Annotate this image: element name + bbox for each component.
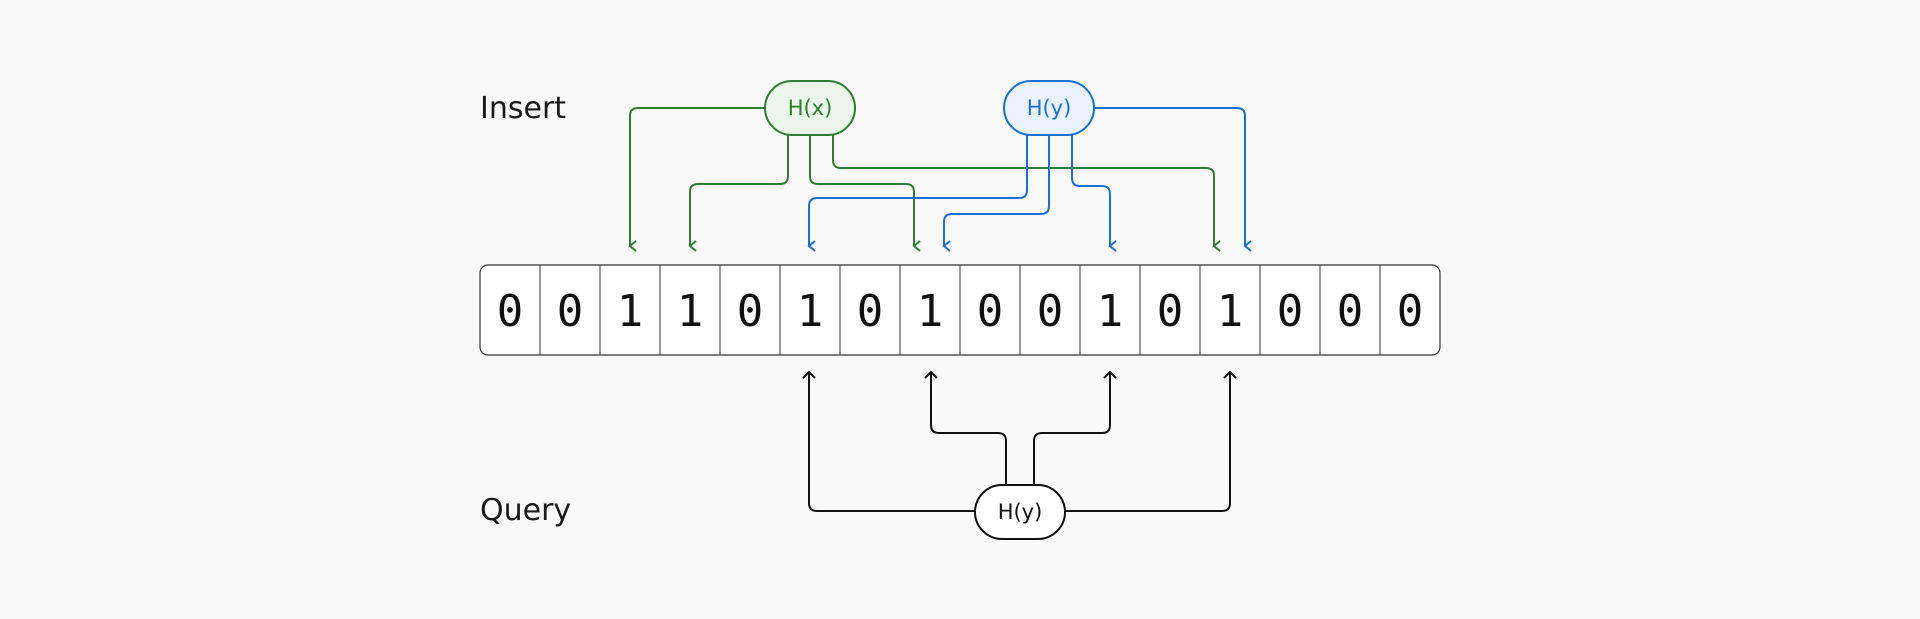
bit-cell-11: 0 — [1157, 286, 1184, 337]
bit-cell-10: 1 — [1097, 286, 1124, 337]
bit-cell-0: 0 — [497, 286, 524, 337]
bit-cell-9: 0 — [1037, 286, 1064, 337]
query-label: Query — [480, 493, 572, 528]
bit-cell-5: 1 — [797, 286, 824, 337]
query-arrow-to-bit-5 — [808, 372, 975, 512]
hx-arrow-to-bit-12 — [832, 134, 1221, 252]
bit-cell-3: 1 — [677, 286, 704, 337]
hx-insert-arrows — [628, 107, 1221, 252]
query-arrowhead-bit-7 — [924, 370, 938, 379]
hy-insert-arrows — [807, 107, 1252, 252]
hy-insert-node-shape — [1003, 80, 1095, 136]
hy-arrow-to-bit-12 — [1094, 107, 1252, 252]
hx-arrow-to-bit-2 — [628, 107, 765, 252]
hy-insert-node: H(y) — [1003, 80, 1095, 136]
hx-node: H(x) — [764, 80, 856, 136]
query-arrowhead-bit-5 — [802, 370, 816, 379]
query-arrow-to-bit-7 — [930, 372, 1007, 486]
query-arrowhead-bit-10 — [1103, 370, 1117, 379]
hx-node-label: H(x) — [788, 96, 833, 120]
hy-arrow-to-bit-8 — [942, 134, 1050, 252]
query-arrowhead-bit-12 — [1223, 370, 1237, 379]
bit-cell-13: 0 — [1277, 286, 1304, 337]
hy-arrow-to-bit-10 — [1071, 134, 1117, 252]
hx-arrow-to-bit-3 — [688, 134, 789, 252]
hy-arrow-to-bit-5 — [807, 134, 1028, 252]
bit-cell-2: 1 — [617, 286, 644, 337]
hx-arrow-to-bit-7 — [809, 134, 921, 252]
hy-query-arrows — [802, 370, 1237, 512]
query-arrow-to-bit-12 — [1065, 372, 1231, 512]
query-arrow-to-bit-10 — [1033, 372, 1111, 486]
hy-query-node-label: H(y) — [998, 500, 1043, 524]
bit-cell-4: 0 — [737, 286, 764, 337]
hy-insert-node-label: H(y) — [1027, 96, 1072, 120]
hy-query-node: H(y) — [974, 484, 1066, 540]
bit-cell-7: 1 — [917, 286, 944, 337]
hy-query-node-shape — [974, 484, 1066, 540]
insert-label: Insert — [480, 91, 567, 126]
bit-cell-8: 0 — [977, 286, 1004, 337]
bit-cell-1: 0 — [557, 286, 584, 337]
bit-cell-14: 0 — [1337, 286, 1364, 337]
hx-node-shape — [764, 80, 856, 136]
bit-cell-6: 0 — [857, 286, 884, 337]
bit-cell-15: 0 — [1397, 286, 1424, 337]
bit-cell-12: 1 — [1217, 286, 1244, 337]
